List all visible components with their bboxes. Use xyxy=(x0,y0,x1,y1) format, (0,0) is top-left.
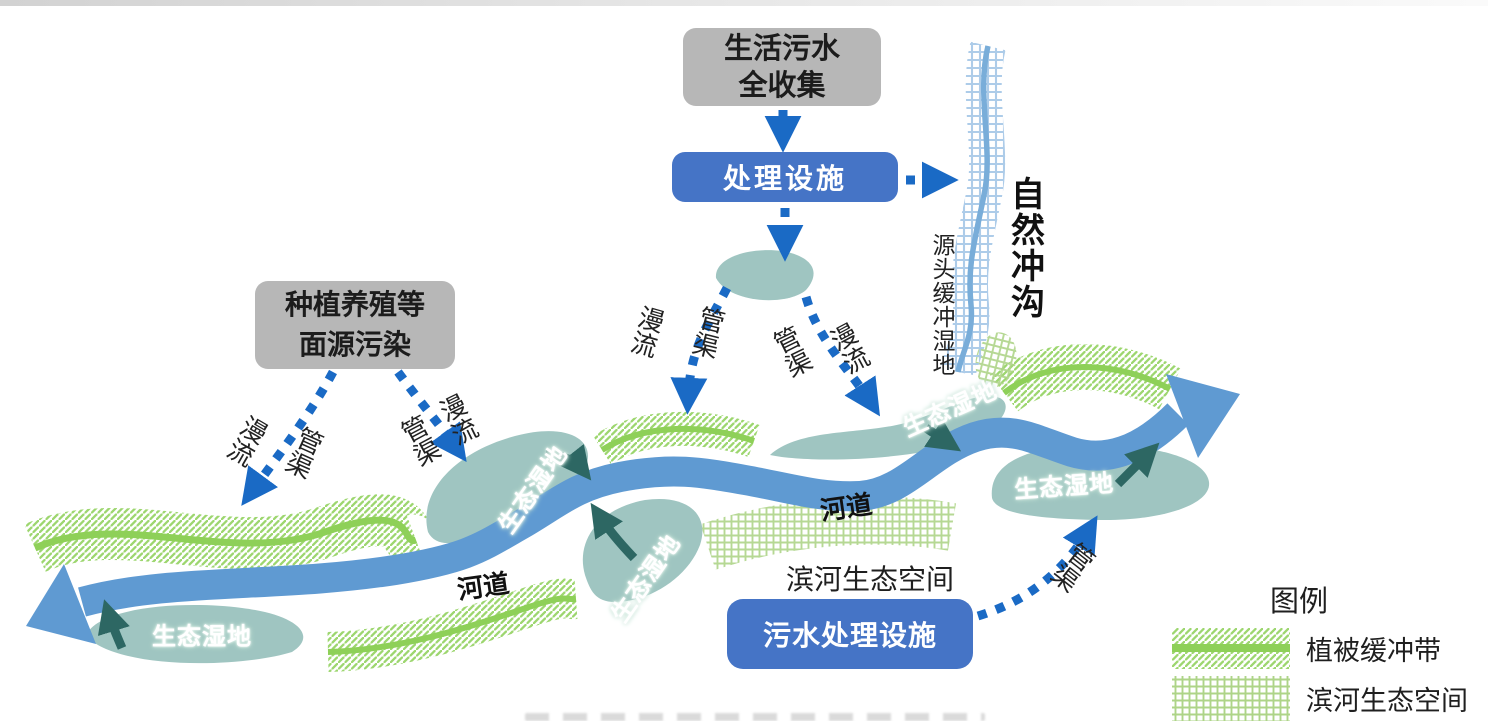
flow-arrow-wetland-left-branch xyxy=(670,285,731,415)
riverside-eco-space-band xyxy=(700,496,957,570)
river-channel-label-right: 河道 xyxy=(818,490,875,527)
riverside-eco-space-label: 滨河生态空间 xyxy=(785,563,955,596)
vegetation-buffer-band-left xyxy=(24,494,432,573)
riverside-eco-space-swatch xyxy=(1172,676,1290,721)
vegetation-buffer-band-right xyxy=(989,344,1181,412)
source-buffer-wetland-label: 源头缓冲湿地 xyxy=(928,233,954,377)
vegetation-buffer-band-bottom xyxy=(327,578,578,672)
sewage-treatment-plant-box: 污水处理设施 xyxy=(727,599,973,669)
legend-label-vegetation-buffer: 植被缓冲带 xyxy=(1306,636,1441,667)
flow-arrow-wetland-right-branch xyxy=(801,295,881,417)
sewage-treatment-plant-box-label: 污水处理设施 xyxy=(762,619,937,652)
wetland-arrow-left xyxy=(97,599,130,650)
wetland-blob-left xyxy=(86,605,304,664)
top-gray-strip xyxy=(0,0,1488,6)
river-arrowhead-left xyxy=(26,564,96,644)
vegetation-buffer-swatch xyxy=(1172,628,1290,669)
wetland-blob-center-left xyxy=(426,431,589,544)
natural-gully-stream xyxy=(940,41,1006,377)
domestic-sewage-box-label: 生活污水 全收集 xyxy=(723,31,840,102)
domestic-sewage-box: 生活污水 全收集 xyxy=(683,28,881,106)
wetland-arrow-center-left xyxy=(545,444,592,481)
cropped-caption-text xyxy=(525,713,985,721)
legend: 图例 植被缓冲带 滨河生 xyxy=(1172,578,1468,721)
river-arrowhead-right xyxy=(1166,374,1240,458)
treatment-facility-box: 处理设施 xyxy=(672,152,898,202)
wetland-blob-top xyxy=(715,250,814,301)
eco-wetland-label-right: 生态湿地 xyxy=(1013,469,1116,504)
river xyxy=(26,374,1240,644)
legend-item-vegetation-buffer: 植被缓冲带 xyxy=(1172,628,1468,669)
legend-label-riverside-eco-space: 滨河生态空间 xyxy=(1306,686,1468,717)
nonpoint-pollution-box-label: 种植养殖等 面源污染 xyxy=(284,288,425,361)
legend-title: 图例 xyxy=(1270,584,1329,618)
treatment-facility-box-label: 处理设施 xyxy=(722,162,847,195)
flow-arrow-pollution-left-branch xyxy=(241,369,337,506)
wetland-arrow-right xyxy=(1114,442,1160,488)
riverside-eco-space-patch xyxy=(975,332,1017,388)
vegetation-buffer-band-center xyxy=(592,411,760,465)
natural-gully-label: 自然冲沟 xyxy=(1004,176,1045,320)
eco-wetland-label-left: 生态湿地 xyxy=(152,622,252,651)
river-channel-label-left: 河道 xyxy=(455,569,512,606)
wetland-arrow-upper-right xyxy=(923,419,962,452)
nonpoint-pollution-box: 种植养殖等 面源污染 xyxy=(255,281,455,369)
wetland-arrow-center xyxy=(590,502,638,562)
legend-item-riverside-eco-space: 滨河生态空间 xyxy=(1172,676,1468,721)
